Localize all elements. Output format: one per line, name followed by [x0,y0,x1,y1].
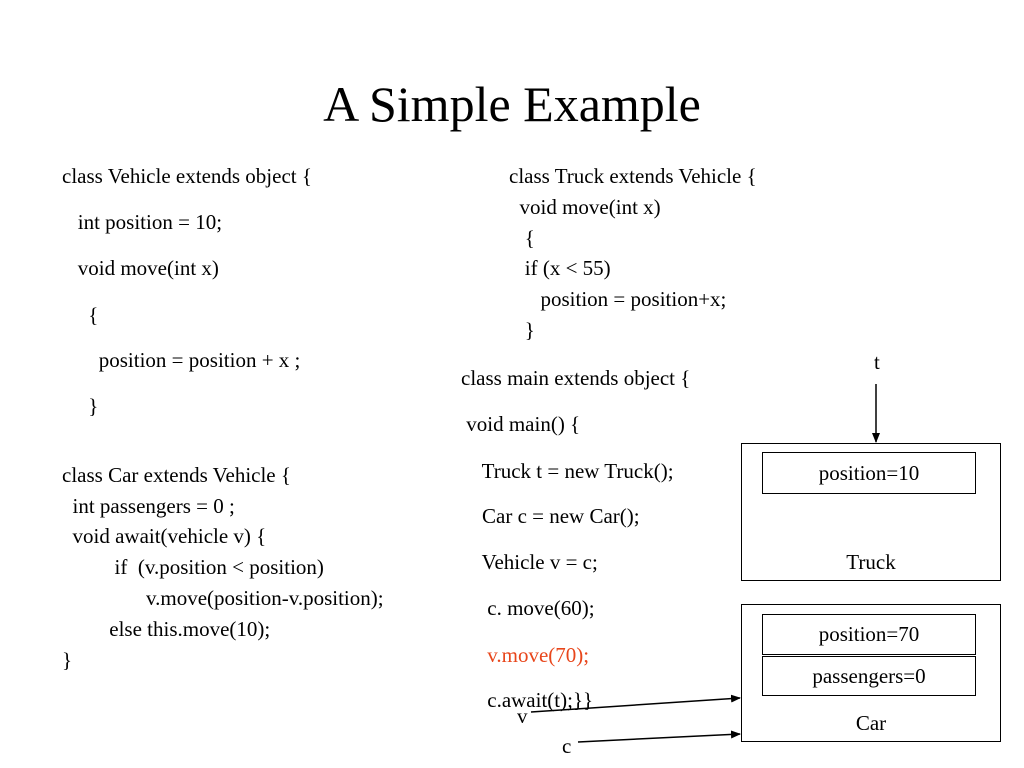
code-line: } [62,394,99,418]
code-line: void move(int x) [509,195,661,219]
code-line: c. move(60); [461,596,595,620]
code-line: int position = 10; [62,210,223,234]
truck-position-field: position=10 [762,452,976,494]
code-line: else this.move(10); [62,617,271,641]
car-passengers-field: passengers=0 [762,656,976,696]
code-line: Car c = new Car(); [461,504,640,528]
code-line: { [509,226,535,250]
car-object-label: Car [855,711,887,735]
ref-label-c: c [562,734,572,758]
code-main-class: class main extends object { void main() … [461,0,751,768]
code-line: class Vehicle extends object { [62,164,312,188]
code-line: if (x < 55) [509,256,611,280]
code-line: { [62,303,99,327]
code-line: Truck t = new Truck(); [461,459,674,483]
code-line: } [62,648,73,672]
code-line: position = position+x; [509,287,727,311]
arrow-v-to-car [530,694,741,713]
code-line: v.move(position-v.position); [62,586,384,610]
code-line: if (v.position < position) [62,555,324,579]
slide-title: A Simple Example [323,76,701,132]
code-line: class Truck extends Vehicle { [509,164,757,188]
truck-object-label: Truck [846,550,896,574]
code-line: int passengers = 0 ; [62,494,235,518]
code-line: void main() { [461,412,581,436]
code-line-highlight: v.move(70); [461,643,590,667]
code-line: } [509,318,535,342]
arrow-c-to-car [577,730,741,743]
code-line: class main extends object { [461,366,691,390]
ref-label-v: v [517,704,528,728]
code-line: Vehicle v = c; [461,550,598,574]
car-position-field: position=70 [762,614,976,655]
code-line: class Car extends Vehicle { [62,463,291,487]
code-line: c.await(t);}} [461,688,594,712]
ref-label-t: t [874,350,880,374]
code-car-class: class Car extends Vehicle { int passenge… [62,0,482,768]
code-line: position = position + x ; [62,348,301,372]
code-truck-class: class Truck extends Vehicle { void move(… [509,0,829,768]
code-vehicle-class: class Vehicle extends object { int posit… [62,0,482,768]
code-line: void await(vehicle v) { [62,524,267,548]
code-line: void move(int x) [62,256,219,280]
